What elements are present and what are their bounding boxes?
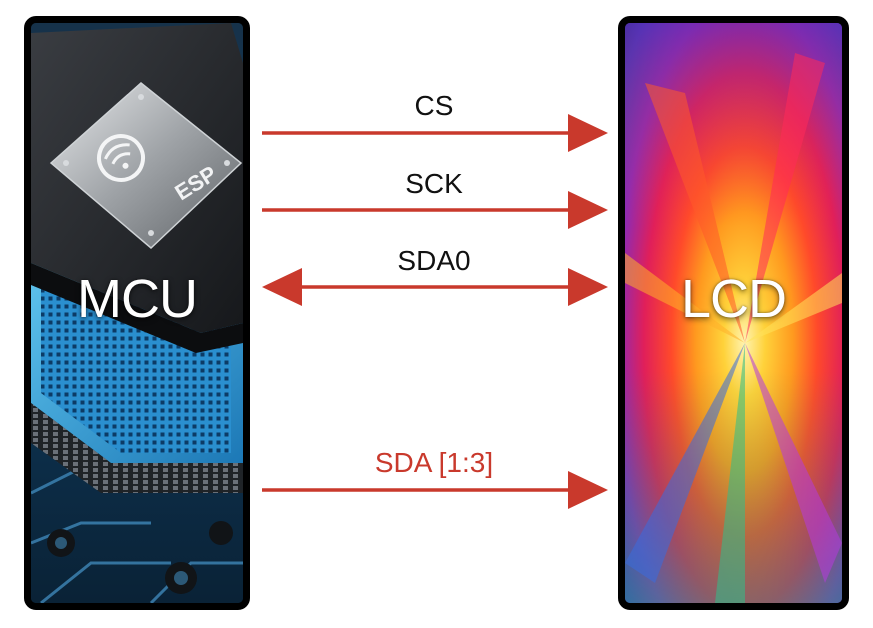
sck-arrow [262,191,608,229]
cs-arrow [262,114,608,152]
lcd-label: LCD [680,269,787,329]
mcu-label: MCU [77,269,198,329]
sck-label: SCK [405,168,463,199]
cs-label: CS [414,90,454,121]
mcu-chip-image: ESP [31,23,243,603]
mcu-panel: ESP MCU [24,16,250,610]
sda0-label: SDA0 [397,245,471,276]
esp-logo-icon [97,134,145,182]
sda0-bidirectional-arrow [262,268,608,306]
sda-1-3-arrow [262,471,608,509]
sda-1-3-label: SDA [1:3] [374,447,494,478]
lcd-panel: LCD [618,16,849,610]
lcd-display-image [625,23,842,603]
